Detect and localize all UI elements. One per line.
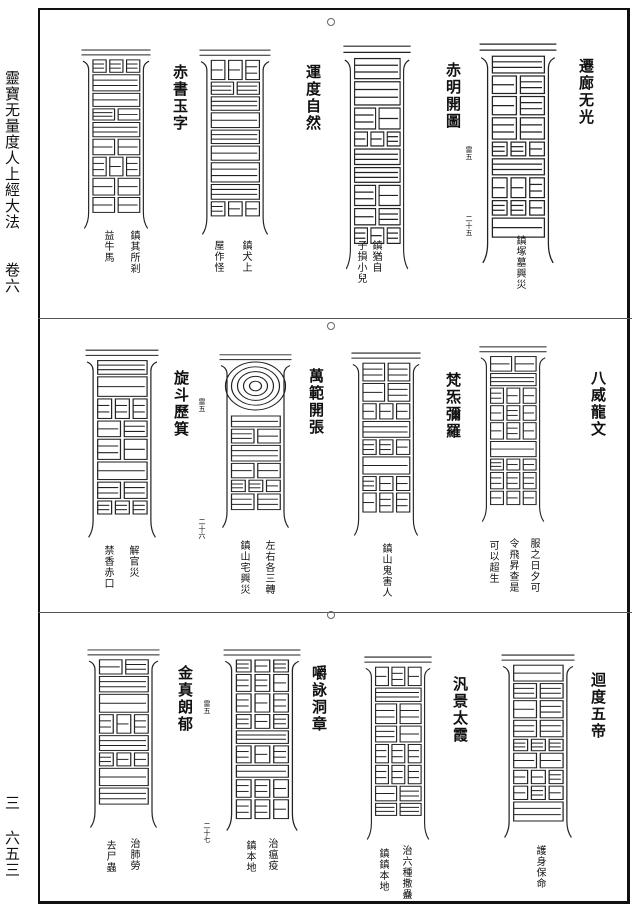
talisman-caption: 禁香赤口: [102, 545, 113, 589]
talisman-caption: 益牛馬: [102, 230, 113, 263]
talisman-figure: [363, 652, 433, 842]
talisman-title: 八威龍文: [589, 370, 607, 438]
talisman-caption: 鎮塚墓興災: [514, 235, 525, 290]
talisman-caption: 鎮鎮本地: [377, 848, 388, 892]
talisman-title: 赤書玉字: [171, 64, 189, 132]
talisman-figure: [500, 650, 576, 840]
talisman-caption: 服之日夕可: [528, 538, 539, 593]
talisman-figure: [478, 38, 558, 266]
margin-volume: 卷六: [3, 262, 21, 294]
talisman-figure: [478, 342, 548, 524]
talisman-title: 梵炁彌羅: [444, 372, 462, 440]
talisman-caption: 屋作怪: [212, 240, 223, 273]
talisman-caption: 護身保命: [534, 845, 545, 889]
page-border: [38, 8, 630, 904]
talisman-caption: 鎮山鬼害人: [380, 543, 391, 598]
talisman-caption: 鎮山宅興災: [238, 540, 249, 595]
talisman-figure: [218, 350, 293, 530]
talisman-title: 赤明開圖: [444, 62, 462, 130]
section-number: 二十五: [465, 215, 473, 236]
talisman-caption: 解官災: [127, 545, 138, 578]
binding-hole: [327, 611, 335, 619]
talisman-caption: 鎮犬上: [240, 240, 251, 273]
talisman-caption: 治肺勞: [128, 838, 139, 871]
section-number: 二十六: [198, 518, 206, 539]
talisman-title: 旋斗歷箕: [172, 370, 190, 438]
margin-page-number: 三 六五三: [3, 795, 21, 878]
talisman-figure: [80, 45, 152, 231]
talisman-title: 嚼詠洞章: [310, 665, 328, 733]
talisman-caption: 左右各三轉: [263, 540, 274, 595]
seal-mark: 雷五: [203, 700, 211, 714]
talisman-caption: 鎮猶自: [370, 240, 381, 273]
binding-hole: [327, 18, 335, 26]
talisman-caption: 令飛昇查是: [507, 538, 518, 593]
talisman-title: 萬範開張: [307, 368, 325, 436]
band-divider: [38, 318, 632, 319]
section-number: 二十七: [203, 822, 211, 843]
talisman-title: 汎景太霞: [451, 676, 469, 744]
talisman-caption: 子損小兒: [355, 240, 366, 284]
talisman-title: 遷廊无光: [577, 58, 595, 126]
margin-book-title: 靈寶无量度人上經大法: [3, 70, 21, 230]
band-divider: [38, 612, 632, 613]
talisman-caption: 鎮其所剎: [128, 230, 139, 274]
talisman-title: 運度自然: [304, 64, 322, 132]
talisman-title: 金真朗郁: [176, 665, 194, 733]
talisman-caption: 治六種撒蠱: [400, 845, 411, 900]
talisman-caption: 治瘟疫: [266, 838, 277, 871]
talisman-title: 迴度五帝: [589, 672, 607, 740]
talisman-figure: [198, 45, 272, 237]
binding-hole: [327, 322, 335, 330]
talisman-figure: [342, 40, 412, 272]
talisman-figure: [222, 645, 302, 833]
talisman-caption: 去尸蟲: [104, 840, 115, 873]
talisman-figure: [350, 348, 422, 538]
talisman-figure: [86, 645, 161, 830]
talisman-caption: 鎮本地: [244, 840, 255, 873]
seal-mark: 雷五: [198, 398, 206, 412]
talisman-caption: 可以超生: [487, 540, 498, 584]
talisman-figure: [84, 345, 160, 540]
seal-mark: 雷五: [465, 146, 473, 160]
